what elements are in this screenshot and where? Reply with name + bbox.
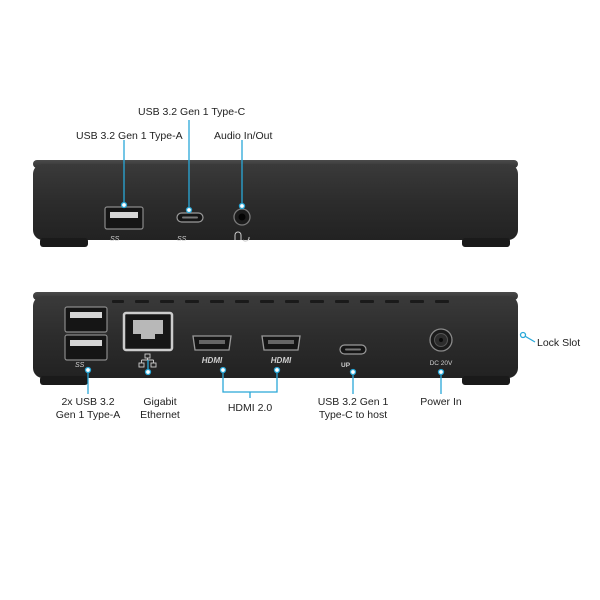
label-rear-dual-usb-line2: Gen 1 Type-A (55, 409, 121, 421)
dock-rear-view: SS HDMI HDMI UP (33, 292, 518, 385)
label-front-usb-c: USB 3.2 Gen 1 Type-C (138, 106, 246, 118)
dc-marking: DC 20V (430, 360, 453, 367)
rear-foot-right (462, 376, 510, 385)
callout-lines (84, 120, 536, 398)
headset-icon (234, 231, 250, 242)
front-ss-label-a: SS (110, 236, 120, 243)
callout-dot-lock (519, 331, 527, 339)
hdmi-logo-1: HDMI (202, 356, 223, 365)
rear-dc-power-jack (429, 328, 453, 352)
label-front-audio: Audio In/Out (214, 130, 273, 142)
front-audio-jack (233, 208, 251, 226)
label-rear-ethernet-line2: Ethernet (140, 409, 180, 421)
label-rear-lock: Lock Slot (537, 337, 581, 349)
rear-ss-label: SS (75, 362, 85, 369)
label-rear-ethernet: Gigabit Ethernet (130, 396, 190, 422)
front-ss-label-c: SS (177, 236, 187, 243)
dock-front-view: SS SS (33, 160, 518, 247)
front-usb-a-port (104, 206, 144, 230)
label-rear-ethernet-line1: Gigabit (143, 396, 177, 408)
rear-dual-usb-a-ports (64, 306, 108, 361)
front-usb-c-port (176, 212, 204, 223)
callout-dot-usb-c-host (349, 368, 357, 376)
hdmi-logo-2: HDMI (271, 356, 292, 365)
rear-hdmi-port-1 (192, 335, 232, 351)
rear-foot-left (40, 376, 88, 385)
callout-dot-hdmi-2 (273, 366, 281, 374)
label-front-usb-a: USB 3.2 Gen 1 Type-A (76, 130, 183, 142)
label-rear-dual-usb-line1: 2x USB 3.2 (61, 396, 115, 408)
rear-hdmi-port-2 (261, 335, 301, 351)
label-rear-power: Power In (420, 396, 462, 408)
rear-usb-c-host-port (339, 344, 367, 355)
rear-ethernet-port (122, 311, 174, 352)
up-marking: UP (341, 362, 351, 369)
label-rear-dual-usb: 2x USB 3.2 Gen 1 Type-A (48, 396, 128, 422)
front-foot-left (40, 238, 88, 247)
callout-dot-ethernet (144, 368, 152, 376)
callout-dot-hdmi-1 (219, 366, 227, 374)
front-foot-right (462, 238, 510, 247)
label-rear-usb-c-host-line1: USB 3.2 Gen 1 (317, 396, 389, 408)
callout-dot-front-usb-a (120, 201, 128, 209)
label-rear-usb-c-host-line2: Type-C to host (318, 409, 388, 421)
label-rear-hdmi: HDMI 2.0 (227, 402, 273, 414)
network-icon (138, 353, 157, 368)
callout-dot-power (437, 368, 445, 376)
callout-dot-front-usb-c (185, 206, 193, 214)
callout-dot-audio (238, 202, 246, 210)
callout-dot-dual-usb (84, 366, 92, 374)
label-rear-usb-c-host: USB 3.2 Gen 1 Type-C to host (310, 396, 396, 422)
vent-slots (112, 300, 449, 303)
